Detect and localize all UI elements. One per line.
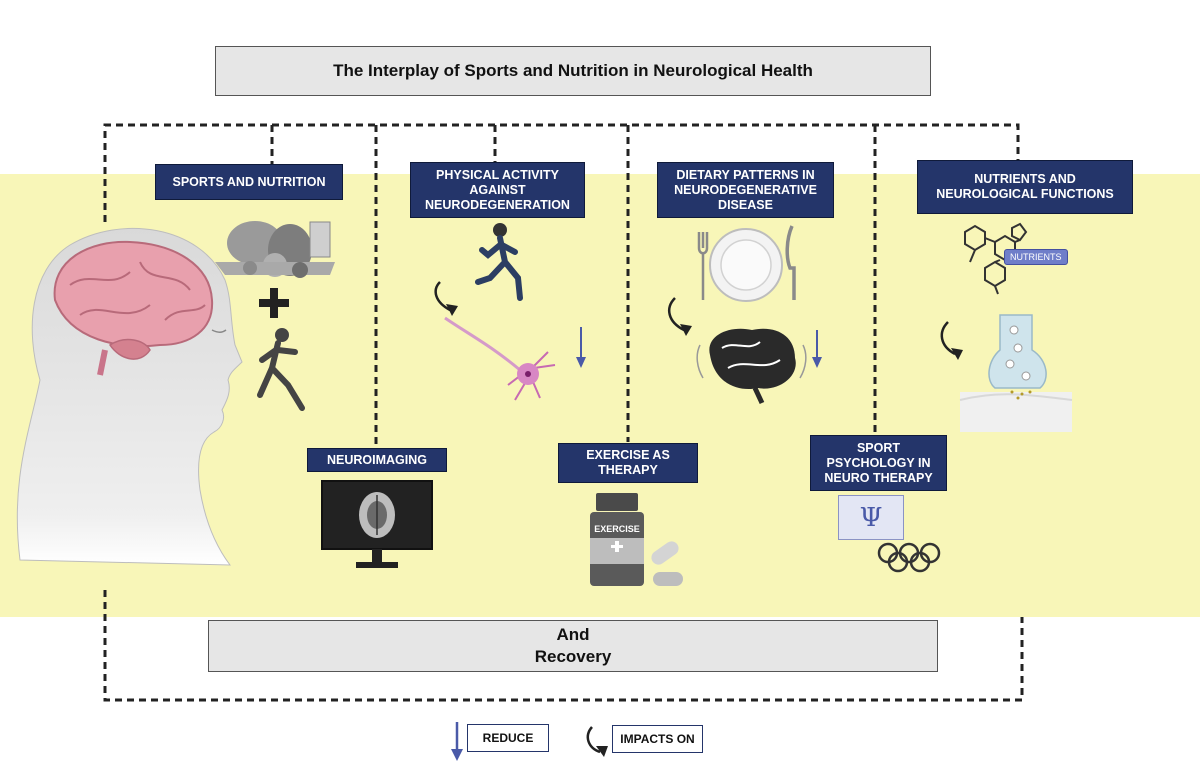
psi-symbol-icon: Ψ bbox=[838, 495, 904, 540]
legend-reduce: REDUCE bbox=[467, 724, 549, 752]
label-neuroimaging: NEUROIMAGING bbox=[307, 448, 447, 472]
label-sports-and-nutrition: SPORTS AND NUTRITION bbox=[155, 164, 343, 200]
nutrients-tag: NUTRIENTS bbox=[1004, 249, 1068, 265]
legend-impacts-on: IMPACTS ON bbox=[612, 725, 703, 753]
exercise-text: EXERCISE bbox=[594, 524, 640, 534]
diagram-title: The Interplay of Sports and Nutrition in… bbox=[215, 46, 931, 96]
